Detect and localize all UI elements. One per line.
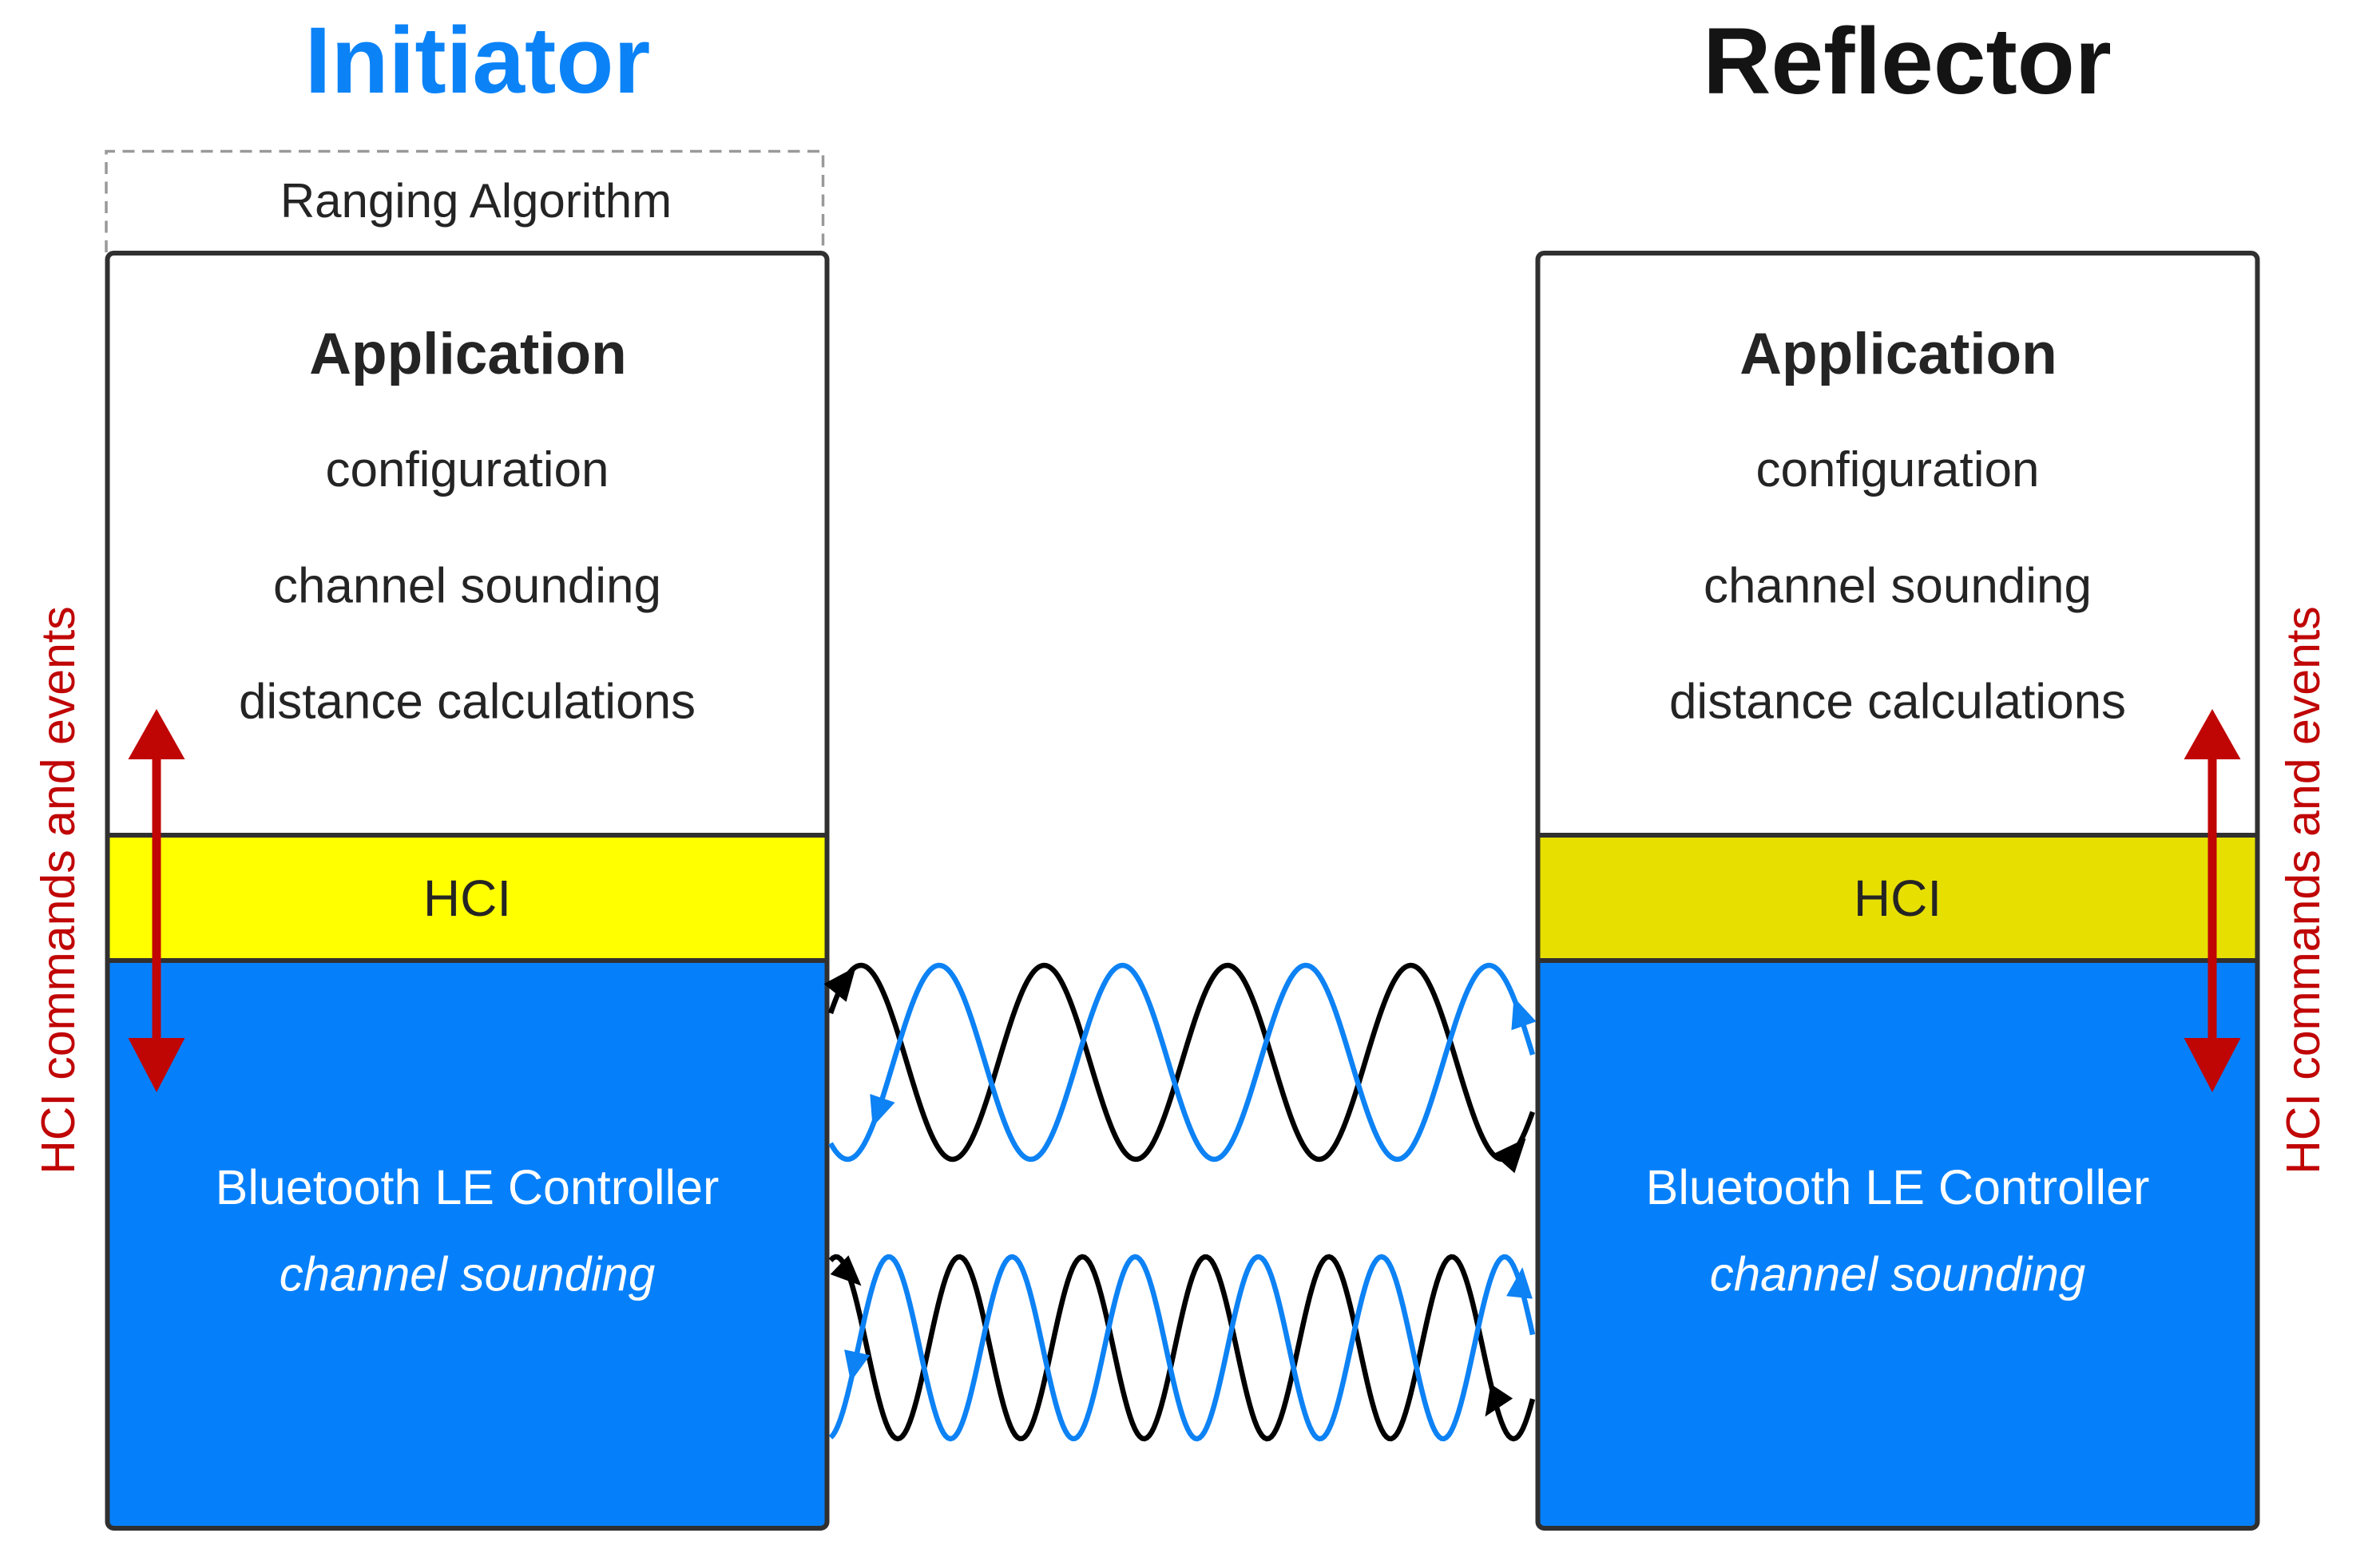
svg-text:HCI commands and events: HCI commands and events bbox=[32, 606, 85, 1175]
svg-text:HCI: HCI bbox=[423, 870, 511, 927]
svg-text:distance calculations: distance calculations bbox=[1669, 675, 2126, 730]
svg-text:channel sounding: channel sounding bbox=[273, 559, 661, 614]
svg-text:configuration: configuration bbox=[1755, 442, 2039, 497]
svg-text:Reflector: Reflector bbox=[1703, 9, 2111, 114]
svg-text:Application: Application bbox=[309, 322, 626, 386]
svg-text:HCI commands and events: HCI commands and events bbox=[2277, 606, 2330, 1175]
svg-text:distance calculations: distance calculations bbox=[239, 675, 696, 730]
svg-text:Application: Application bbox=[1739, 322, 2057, 386]
svg-text:HCI: HCI bbox=[1854, 870, 1942, 927]
svg-text:Initiator: Initiator bbox=[305, 8, 651, 113]
svg-text:Bluetooth LE Controller: Bluetooth LE Controller bbox=[1646, 1160, 2150, 1214]
svg-text:channel sounding: channel sounding bbox=[1704, 559, 2092, 614]
svg-text:Ranging Algorithm: Ranging Algorithm bbox=[280, 174, 672, 228]
svg-text:channel sounding: channel sounding bbox=[1710, 1248, 2085, 1301]
svg-text:configuration: configuration bbox=[325, 442, 609, 497]
svg-text:channel sounding: channel sounding bbox=[280, 1248, 655, 1301]
svg-text:Bluetooth LE Controller: Bluetooth LE Controller bbox=[216, 1160, 720, 1214]
